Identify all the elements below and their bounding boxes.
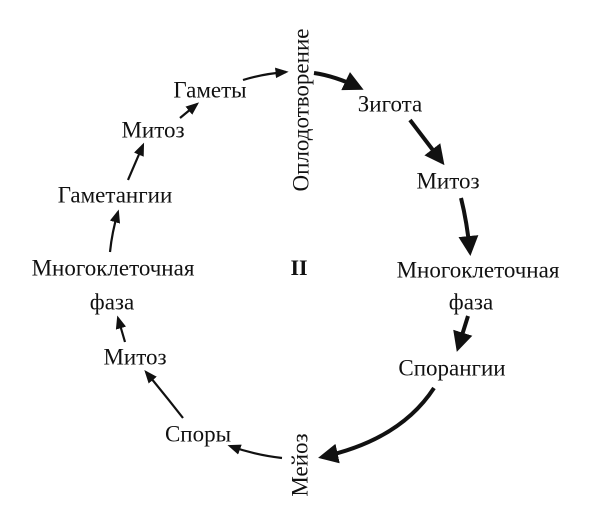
gametes-label: Гаметы	[173, 77, 247, 103]
arrow-zygote-to-mitosis	[408, 118, 445, 166]
left-multicellular-label: Многоклеточная	[31, 255, 195, 281]
right-phase-label: фаза	[448, 289, 494, 315]
fertilization-label: Оплодотворение	[288, 28, 314, 192]
arrow-meiosis-to-spores	[227, 444, 283, 460]
right-multicellular-label: Многоклеточная	[396, 257, 560, 283]
sporangia-label: Спорангии	[398, 355, 506, 381]
zygote-label: Зигота	[357, 91, 423, 117]
arrow-phase-to-sporangia	[453, 315, 473, 352]
right-mitosis-label: Митоз	[416, 168, 480, 194]
spores-label: Споры	[164, 421, 232, 447]
arrow-mitosis-to-gametes	[179, 102, 200, 119]
arrow-sporangia-to-meiosis	[318, 386, 436, 464]
arrow-gametangia-to-mitosis	[126, 142, 145, 181]
left-lower-mitosis-label: Митоз	[103, 344, 167, 370]
center-roman-label: II	[290, 255, 308, 280]
arrow-mitosis-to-phase	[115, 315, 127, 343]
left-upper-mitosis-label: Митоз	[121, 117, 185, 143]
left-phase-label: фаза	[89, 289, 135, 315]
arrow-mitosis-to-multicellular	[458, 197, 479, 256]
arrow-fertilization-to-zygote	[313, 71, 364, 91]
meiosis-label: Мейоз	[287, 433, 313, 497]
gametangia-label: Гаметангии	[57, 182, 173, 208]
arrow-multicellular-to-gametangia	[108, 209, 121, 253]
arrow-gametes-to-fertilization	[242, 67, 289, 82]
arrow-spores-to-mitosis	[144, 369, 184, 419]
